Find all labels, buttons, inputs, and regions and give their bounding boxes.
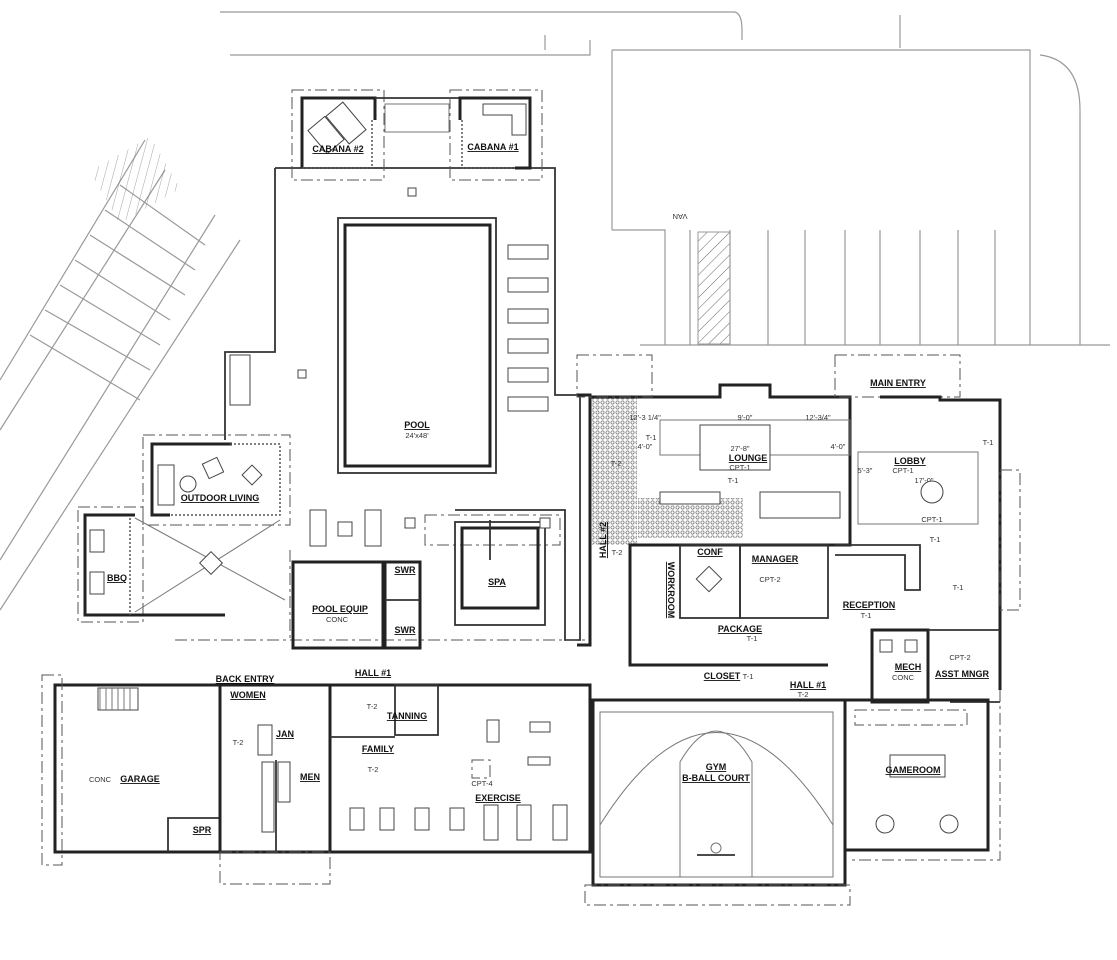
dim-1: 12'-3 1/4" [629, 413, 661, 422]
spr-label: SPR [193, 825, 212, 835]
outdoor-living-label: OUTDOOR LIVING [181, 493, 260, 503]
workroom-label: WORKROOM [666, 562, 676, 619]
lobby-tile: T-1 [983, 438, 994, 447]
exercise-carpet: CPT-4 [471, 779, 492, 788]
manager-label: MANAGER [752, 554, 799, 564]
cabana-1-label: CABANA #1 [467, 142, 518, 152]
pool-equip-label: POOL EQUIP [312, 604, 368, 614]
package-label: PACKAGE [718, 624, 762, 634]
dim-4b: 4'-0" [831, 442, 846, 451]
column [404, 517, 416, 529]
gym-label: GYM [706, 762, 727, 772]
swr-1-label: SWR [395, 565, 416, 575]
main-entry-label: MAIN ENTRY [870, 378, 926, 388]
reception-label: RECEPTION [843, 600, 896, 610]
hall-1-east-label: HALL #1 [790, 680, 826, 690]
exercise-equipment [349, 719, 568, 841]
lobby-carpet: CPT-1 [921, 515, 942, 524]
hall-1-west-label: HALL #1 [355, 668, 391, 678]
dim-2: 9'-0" [738, 413, 753, 422]
lobby-label: LOBBY [894, 456, 926, 466]
west-wing: CONC GARAGE SPR BACK ENTRY WOMEN T-2 JAN… [41, 668, 592, 885]
van-label: VAN [673, 212, 688, 221]
clubhouse: HALL #2 T-2 MAIN ENTRY 12'-3 1/4" 9'-0" … [576, 354, 1021, 704]
reception-tile-2: T-1 [953, 583, 964, 592]
package-finish: T-1 [747, 634, 758, 643]
dim-5: 27'-8" [730, 444, 749, 453]
column [539, 517, 551, 529]
gym-wing: GYM B-BALL COURT GAMEROOM [584, 690, 1001, 906]
closet-finish: T-1 [743, 672, 754, 681]
garage-label: GARAGE [120, 774, 160, 784]
mech-finish: CONC [892, 673, 915, 682]
exercise-label: EXERCISE [475, 793, 521, 803]
dim-4: 4'-0" [638, 442, 653, 451]
pool-label: POOL [404, 420, 430, 430]
outdoor-living-area: OUTDOOR LIVING BBQ [77, 434, 590, 641]
garage-finish: CONC [89, 775, 112, 784]
restroom-finish: T-2 [233, 738, 244, 747]
pool [343, 223, 492, 468]
lounge-tile-2: T-1 [728, 476, 739, 485]
gameroom-label: GAMEROOM [886, 765, 941, 775]
lounge-label: LOUNGE [729, 453, 768, 463]
pool-coping [337, 217, 497, 474]
lounge-tile: T-1 [646, 433, 657, 442]
lobby-finish: CPT-1 [892, 466, 913, 475]
asst-mngr-finish: CPT-2 [949, 653, 970, 662]
cabanas: CABANA #2 CABANA #1 [291, 89, 543, 181]
pool-size: 24'x48' [405, 431, 429, 440]
bball-court-label: B-BALL COURT [682, 773, 750, 783]
back-entry-label: BACK ENTRY [216, 674, 275, 684]
pool-equip-finish: CONC [326, 615, 349, 624]
exercise-finish: T-2 [368, 765, 379, 774]
hall-1-east-finish: T-2 [798, 690, 809, 699]
men-label: MEN [300, 772, 320, 782]
conf-label: CONF [697, 547, 723, 557]
swr-2-label: SWR [395, 625, 416, 635]
lobby-tile-2: T-1 [930, 535, 941, 544]
pool-equipment-area: POOL EQUIP CONC SWR SWR SPA [291, 509, 561, 650]
asst-mngr-label: ASST MNGR [935, 669, 990, 679]
mech-label: MECH [895, 662, 922, 672]
tanning-label: TANNING [387, 711, 427, 721]
site-context: VAN [0, 11, 1110, 611]
hall-2-finish-2: T-2 [612, 548, 623, 557]
dim-6: 5'-3" [858, 466, 873, 475]
family-label: FAMILY [362, 744, 394, 754]
drain-icon [297, 369, 307, 379]
drain-icon [407, 187, 417, 197]
manager-finish: CPT-2 [759, 575, 780, 584]
tanning-finish: T-2 [367, 702, 378, 711]
pool-deck: POOL 24'x48' [224, 167, 581, 641]
hall-2-label: HALL #2 [598, 522, 608, 558]
lounge-chairs [507, 244, 549, 412]
women-label: WOMEN [230, 690, 266, 700]
dim-3: 12'-3/4" [805, 413, 831, 422]
bbq-label: BBQ [107, 573, 127, 583]
lounge-finish: CPT-1 [729, 463, 750, 472]
closet-label: CLOSET [704, 671, 741, 681]
jan-label: JAN [276, 729, 294, 739]
firepit-table [198, 550, 224, 576]
hall-2-finish: T-2 [611, 459, 622, 468]
dim-7: 17'-0" [914, 476, 933, 485]
reception-finish: T-1 [861, 611, 872, 620]
cabana-2-label: CABANA #2 [312, 144, 363, 154]
spa-label: SPA [488, 577, 506, 587]
